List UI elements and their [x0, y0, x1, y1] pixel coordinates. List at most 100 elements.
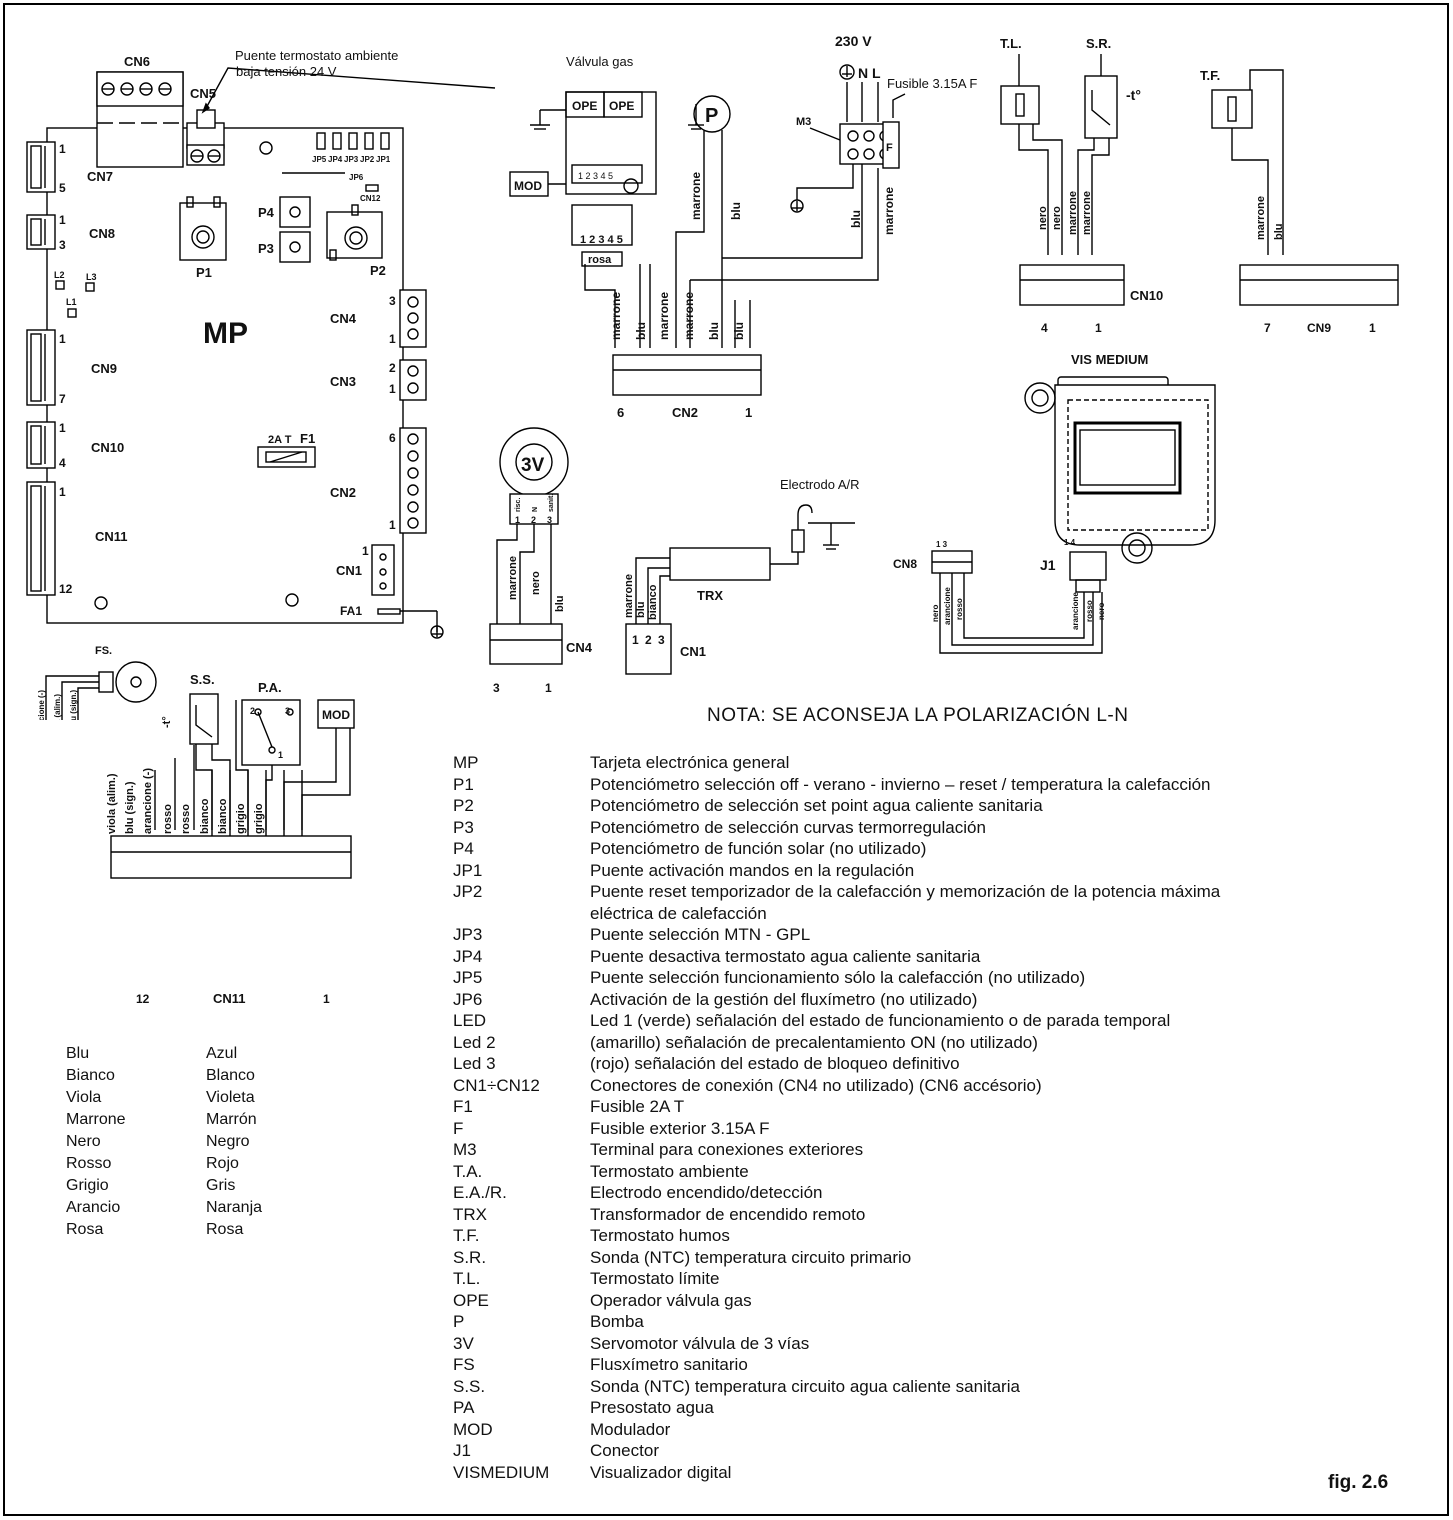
- svg-text:1: 1: [545, 681, 552, 695]
- svg-text:marrone: marrone: [882, 187, 896, 235]
- svg-text:rosa: rosa: [588, 254, 612, 266]
- color-spanish: Violeta: [206, 1089, 255, 1106]
- legend-code: J1: [453, 1441, 471, 1460]
- svg-text:viola (alim.): viola (alim.): [106, 773, 118, 834]
- tl-sr-cn10: T.L. S.R. -t° nero nero marrone marrone …: [1000, 36, 1163, 335]
- three-v-label: 3V: [521, 455, 545, 476]
- l3-label: L3: [86, 272, 97, 282]
- svg-text:marrone: marrone: [507, 556, 519, 600]
- lower-components: S.S. -t° P.A. 2 3 1 MOD viola (alim.) bl…: [106, 672, 355, 1006]
- three-way-valve: 3V risc. N sanit. 1 2 3 marrone nero blu…: [489, 427, 593, 695]
- legend-description: Led 1 (verde) señalación del estado de f…: [590, 1011, 1171, 1030]
- svg-text:N: N: [532, 507, 539, 512]
- svg-text:3: 3: [59, 238, 66, 252]
- cn2-board-connector: 6 1 CN2: [330, 427, 427, 534]
- jp4-label: JP4: [328, 155, 343, 164]
- cn7-connector: 1 5 CN7: [26, 141, 113, 195]
- legend-row: Led 3(rojo) señalación del estado de blo…: [453, 1053, 1413, 1075]
- svg-text:rosso: rosso: [180, 804, 192, 834]
- svg-text:bianco: bianco: [647, 584, 659, 620]
- jumpers: JP5 JP4 JP3 JP2 JP1 JP6 CN12: [282, 132, 391, 203]
- cn2-harness: marrone blu marrone marrone blu blu 6 CN…: [584, 264, 762, 420]
- tf-cn9: T.F. marrone blu 7 CN9 1: [1200, 68, 1399, 335]
- cn3-label: CN3: [330, 374, 356, 389]
- legend-description: Operador válvula gas: [590, 1290, 752, 1310]
- board-label: MP: [203, 317, 248, 350]
- svg-text:6: 6: [617, 405, 624, 420]
- svg-text:rosso: rosso: [1085, 600, 1094, 622]
- cn4-board-label: CN4: [330, 311, 357, 326]
- svg-text:nero: nero: [1051, 206, 1063, 230]
- electrode-label: Electrodo A/R: [780, 477, 860, 492]
- svg-text:marrone: marrone: [1067, 191, 1079, 235]
- cn11-harness: [110, 770, 352, 879]
- legend-description: Termostato límite: [590, 1269, 720, 1288]
- fa1-label: FA1: [340, 604, 362, 618]
- legend-description: Conector: [590, 1441, 659, 1460]
- color-row: Rosa Rosa: [66, 1219, 262, 1241]
- color-italian: Grigio: [66, 1177, 109, 1194]
- legend-code: TRX: [453, 1204, 487, 1224]
- legend-row: P1 Potenciómetro selección off - verano -…: [453, 774, 1413, 796]
- cn3-connector: 2 1 CN3: [330, 359, 427, 401]
- trx-label: TRX: [697, 588, 723, 603]
- legend-description: Sonda (NTC) temperatura circuito primari…: [590, 1247, 912, 1267]
- legend-description: Potenciómetro selección off - verano - i…: [590, 774, 1211, 794]
- legend-description: Presostato agua: [590, 1398, 714, 1417]
- svg-text:1: 1: [59, 485, 66, 499]
- color-italian: Bianco: [66, 1067, 115, 1084]
- svg-text:blu (sign.): blu (sign.): [124, 781, 136, 834]
- legend-code: S.R.: [453, 1247, 487, 1267]
- svg-text:3: 3: [493, 681, 500, 695]
- legend-code: MOD: [453, 1419, 493, 1439]
- color-italian: Viola: [66, 1089, 102, 1106]
- svg-text:2: 2: [250, 706, 255, 716]
- legend-code: P1: [453, 774, 474, 794]
- fs-label: FS.: [95, 645, 112, 657]
- cn10-board-label: CN10: [91, 440, 124, 455]
- cn11-connector: 1 12 CN11: [26, 481, 128, 596]
- p2-potentiometer: P2: [326, 204, 386, 278]
- tf-label: T.F.: [1200, 68, 1220, 83]
- legend-code: OPE: [453, 1290, 489, 1310]
- svg-text:grigio: grigio: [235, 803, 247, 834]
- cn4-board-connector: 3 1 CN4: [330, 289, 427, 348]
- legend-row: E.A./R.Electrodo encendido/detección: [453, 1182, 1413, 1204]
- cn1-label: CN1: [680, 644, 706, 659]
- jp1-label: JP1: [376, 155, 391, 164]
- leds: L2 L3 L1: [54, 270, 97, 318]
- gas-valve-title: Válvula gas: [566, 54, 634, 69]
- cn7-label: CN7: [87, 169, 113, 184]
- color-spanish: Rosa: [206, 1221, 244, 1238]
- color-italian: Rosa: [66, 1221, 104, 1238]
- color-spanish: Azul: [206, 1045, 238, 1062]
- m3-label: M3: [796, 116, 811, 128]
- legend-code: CN1÷CN12: [453, 1075, 540, 1095]
- svg-text:nero: nero: [1037, 206, 1049, 230]
- svg-text:sanit.: sanit.: [548, 494, 555, 512]
- legend-code: P3: [453, 817, 474, 837]
- svg-text:1: 1: [59, 142, 66, 156]
- p4-label: P4: [258, 205, 275, 220]
- svg-text:marrone: marrone: [689, 172, 703, 220]
- legend-description: (rojo) señalación del estado de bloqueo …: [590, 1054, 960, 1073]
- svg-text:arancione: arancione: [1071, 592, 1080, 630]
- svg-text:blu: blu: [732, 322, 746, 340]
- svg-text:1: 1: [632, 633, 639, 647]
- legend-code: E.A./R.: [453, 1183, 507, 1202]
- svg-text:OPE: OPE: [572, 99, 597, 113]
- cn9-board-label: CN9: [91, 361, 117, 376]
- main-board: MP CN6 CN5 Puente termostato ambiente ba…: [26, 48, 496, 639]
- cn5-label: CN5: [190, 86, 216, 101]
- legend-description: Terminal para conexiones exteriores: [590, 1140, 864, 1159]
- legend-code: Led 2: [453, 1032, 496, 1052]
